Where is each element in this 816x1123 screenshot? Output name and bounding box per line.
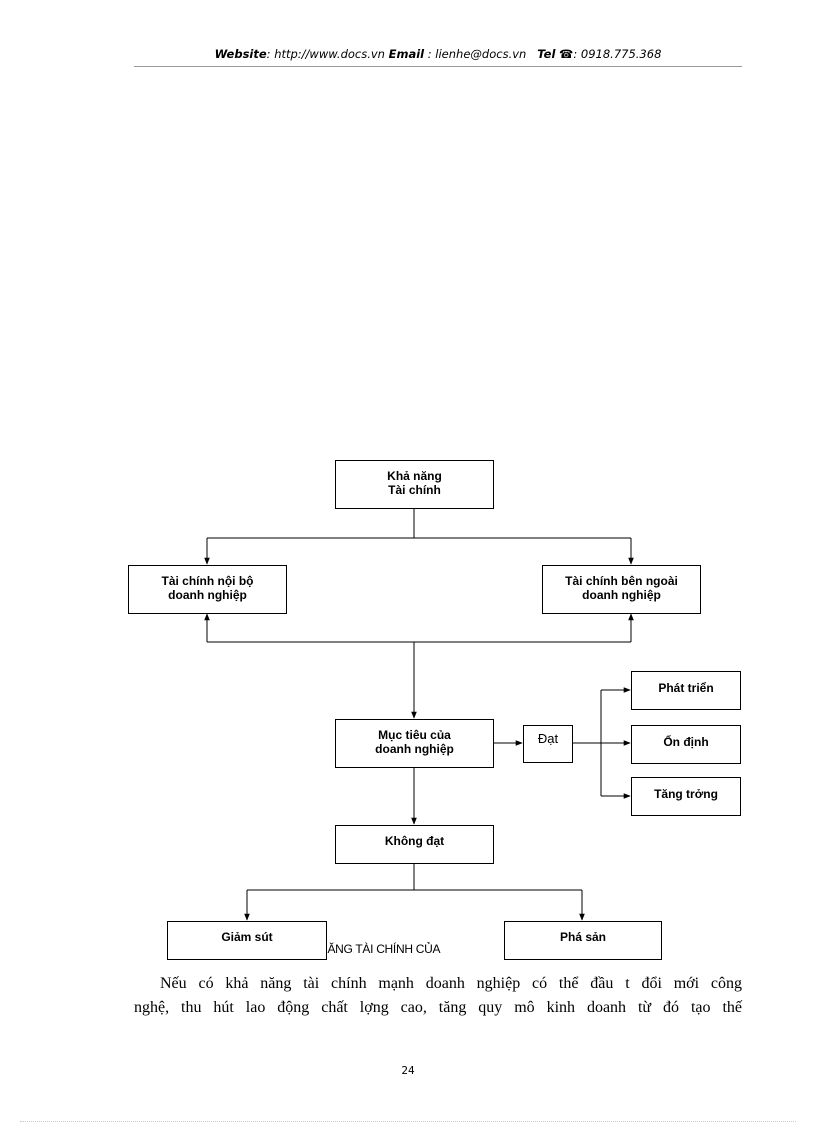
box-ben-ngoai-line2: doanh nghiệp <box>582 588 661 602</box>
phone-icon: ☎ <box>559 47 574 61</box>
box-khong-dat-label: Không đạt <box>384 834 445 848</box>
email-value: : lienhe@docs.vn <box>424 47 527 61</box>
box-giam-sut-label: Giảm sút <box>221 930 273 944</box>
box-muc-tieu-line1: Mục tiêu của <box>378 728 451 742</box>
box-phat-trien-label: Phát triển <box>658 681 714 695</box>
website-label: Website <box>214 47 267 61</box>
body-paragraph-line2: nghệ, thu hút lao động chất lợng cao, tă… <box>134 999 742 1016</box>
tel-label: Tel <box>537 47 556 61</box>
box-kha-nang-line1: Khả năng <box>387 469 442 483</box>
body-paragraph-line1: Nếu có khả năng tài chính mạnh doanh ngh… <box>160 975 742 992</box>
box-giam-sut: Giảm sút <box>167 921 327 960</box>
box-tai-chinh-ben-ngoai: Tài chính bên ngoài doanh nghiệp <box>542 565 701 614</box>
page-number: 24 <box>401 1064 415 1077</box>
website-value: : http://www.docs.vn <box>266 47 385 61</box>
box-on-dinh: Ổn định <box>631 725 741 764</box>
box-on-dinh-label: Ổn định <box>663 735 709 749</box>
figure-caption: HẢ NĂNG TÀI CHÍNH CỦA <box>300 942 441 956</box>
page-bottom-divider <box>20 1121 796 1122</box>
box-kha-nang-tai-chinh: Khả năng Tài chính <box>335 460 494 509</box>
box-phat-trien: Phát triển <box>631 671 741 710</box>
box-kha-nang-line2: Tài chính <box>388 483 441 497</box>
box-pha-san-label: Phá sản <box>559 930 607 944</box>
box-dat: Đạt <box>523 725 573 763</box>
header-divider <box>134 66 742 67</box>
box-tang-truong-label: Tăng trởng <box>654 787 718 801</box>
box-muc-tieu: Mục tiêu của doanh nghiệp <box>335 719 494 768</box>
tel-value: : 0918.775.368 <box>573 47 662 61</box>
page-header: Website: http://www.docs.vn Email : lien… <box>134 47 742 65</box>
box-noi-bo-line2: doanh nghiệp <box>168 588 247 602</box>
box-noi-bo-line1: Tài chính nội bộ <box>161 574 254 588</box>
box-dat-label: Đạt <box>537 731 559 746</box>
email-label: Email <box>388 47 425 61</box>
box-ben-ngoai-line1: Tài chính bên ngoài <box>565 574 678 588</box>
box-tang-truong: Tăng trởng <box>631 777 741 816</box>
box-tai-chinh-noi-bo: Tài chính nội bộ doanh nghiệp <box>128 565 287 614</box>
box-muc-tieu-line2: doanh nghiệp <box>375 742 454 756</box>
box-pha-san: Phá sản <box>504 921 662 960</box>
box-khong-dat: Không đạt <box>335 825 494 864</box>
